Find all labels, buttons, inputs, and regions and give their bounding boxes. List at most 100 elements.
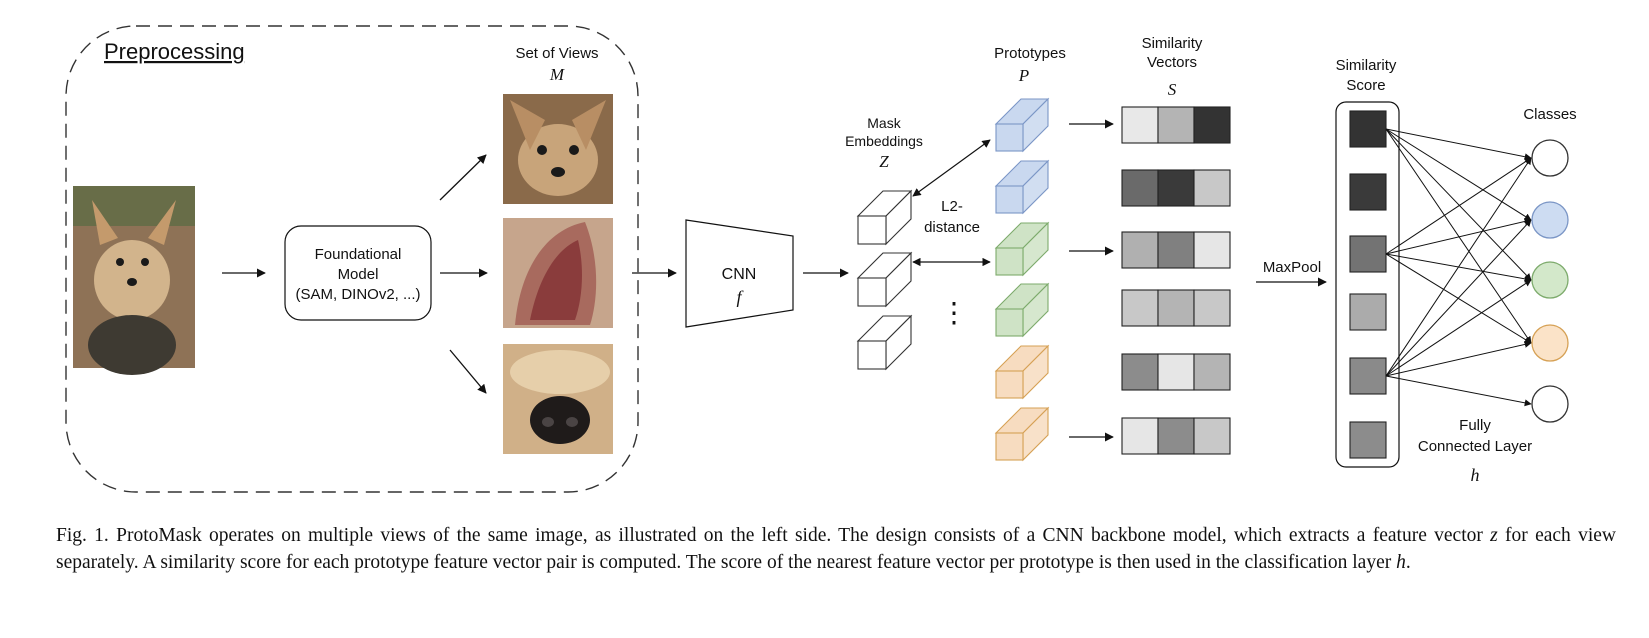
class-node-4 (1531, 324, 1569, 362)
similarity-cell-2-1 (1121, 169, 1159, 207)
arrow-model-to-view1 (439, 154, 487, 201)
score-cell-3 (1349, 235, 1387, 273)
set-of-views-label: Set of Views (515, 45, 598, 62)
foundational-model-line3: (SAM, DINOv2, ...) (295, 286, 420, 303)
cnn-block (685, 219, 794, 328)
l2-distance-line1: L2- (941, 198, 963, 215)
cnn-symbol: f (736, 287, 744, 307)
score-cell-1 (1349, 110, 1387, 148)
similarity-cell-5-1 (1121, 353, 1159, 391)
mask-embeddings (856, 189, 913, 371)
caption-var-z: z (1490, 525, 1498, 546)
caption-part3: . (1405, 552, 1411, 573)
similarity-vectors (1121, 106, 1231, 455)
preprocessing-region (65, 25, 639, 493)
prototype-cube-3 (994, 221, 1050, 277)
set-of-views-symbol: M (549, 65, 565, 84)
class-node-3 (1531, 261, 1569, 299)
similarity-cell-2-3 (1193, 169, 1231, 207)
mask-embeddings-line2: Embeddings (845, 133, 923, 149)
l2-distance-line2: distance (924, 219, 980, 236)
similarity-cell-3-3 (1193, 231, 1231, 269)
arrow-model-to-view3 (449, 349, 487, 394)
embedding-cube-2 (856, 251, 913, 308)
prototype-cube-5 (994, 344, 1050, 400)
prototypes-symbol: P (1018, 66, 1029, 85)
fc-line-5-4 (1385, 340, 1532, 377)
similarity-cell-4-3 (1193, 289, 1231, 327)
class-nodes (1531, 139, 1569, 423)
score-cell-2 (1349, 173, 1387, 211)
similarity-cell-4-2 (1157, 289, 1195, 327)
maxpool-label: MaxPool (1263, 259, 1321, 276)
class-node-5 (1531, 385, 1569, 423)
fc-layer-line1: Fully (1459, 417, 1491, 434)
fc-line-1-1 (1385, 128, 1532, 161)
score-cell-5 (1349, 357, 1387, 395)
caption-var-h: h (1396, 552, 1406, 573)
view-dog-ear (503, 218, 613, 328)
fc-line-5-5 (1385, 375, 1532, 407)
similarity-cell-1-1 (1121, 106, 1159, 144)
class-node-1 (1531, 139, 1569, 177)
similarity-cell-6-3 (1193, 417, 1231, 455)
similarity-cell-2-2 (1157, 169, 1195, 207)
prototype-cube-4 (994, 282, 1050, 338)
similarity-score-cells (1349, 110, 1387, 459)
fc-line-1-2 (1385, 128, 1532, 221)
similarity-vectors-line2: Vectors (1147, 54, 1197, 71)
prototypes (994, 97, 1050, 462)
prototype-to-vector-arrows (1069, 119, 1114, 442)
similarity-score-container (1335, 101, 1400, 468)
similarity-score-line2: Score (1346, 77, 1385, 94)
similarity-cell-3-1 (1121, 231, 1159, 269)
similarity-cell-6-2 (1157, 417, 1195, 455)
classes-label: Classes (1523, 106, 1576, 123)
prototype-cube-2 (994, 159, 1050, 215)
similarity-cell-1-3 (1193, 106, 1231, 144)
vertical-dots: ⋮ (940, 297, 968, 328)
similarity-cell-5-3 (1193, 353, 1231, 391)
similarity-cell-3-2 (1157, 231, 1195, 269)
mask-embeddings-line1: Mask (867, 115, 901, 131)
prototypes-label: Prototypes (994, 45, 1066, 62)
caption-part1: Fig. 1. ProtoMask operates on multiple v… (56, 525, 1491, 546)
preprocessing-label: Preprocessing (104, 39, 245, 64)
l2-arrow-upper (912, 139, 991, 197)
foundational-model-line2: Model (338, 266, 379, 283)
similarity-vectors-line1: Similarity (1142, 35, 1203, 52)
similarity-cell-6-1 (1121, 417, 1159, 455)
fc-line-1-3 (1385, 128, 1532, 281)
figure-caption: Fig. 1. ProtoMask operates on multiple v… (56, 522, 1616, 576)
mask-embeddings-symbol: Z (879, 152, 889, 171)
score-cell-4 (1349, 293, 1387, 331)
fc-layer-symbol: h (1471, 465, 1480, 485)
view-dog-face (503, 94, 613, 204)
protomask-diagram: Preprocessing Foundational Model (SAM, D… (65, 25, 1577, 493)
prototype-cube-1 (994, 97, 1050, 153)
fc-line-5-3 (1385, 279, 1532, 377)
similarity-cell-1-2 (1157, 106, 1195, 144)
fc-line-1-4 (1385, 128, 1532, 344)
foundational-model-box (284, 225, 432, 321)
cnn-label: CNN (722, 266, 757, 283)
similarity-score-line1: Similarity (1336, 57, 1397, 74)
fc-layer-line2: Connected Layer (1418, 438, 1532, 455)
embedding-cube-1 (856, 189, 913, 246)
similarity-cell-5-2 (1157, 353, 1195, 391)
fc-line-3-2 (1385, 218, 1532, 255)
caption-part2: for each view separately. A similarity s… (56, 525, 1617, 573)
class-node-2 (1531, 201, 1569, 239)
similarity-cell-4-1 (1121, 289, 1159, 327)
fully-connected-lines (1385, 128, 1532, 407)
fc-line-5-1 (1385, 157, 1532, 377)
similarity-vectors-symbol: S (1168, 80, 1177, 99)
embedding-cube-3 (856, 314, 913, 371)
view-dog-nose (503, 344, 613, 454)
prototype-cube-6 (994, 406, 1050, 462)
input-dog-image (73, 186, 195, 375)
fc-line-3-1 (1385, 157, 1532, 255)
fc-line-5-2 (1385, 219, 1532, 377)
score-cell-6 (1349, 421, 1387, 459)
foundational-model-line1: Foundational (315, 246, 402, 263)
